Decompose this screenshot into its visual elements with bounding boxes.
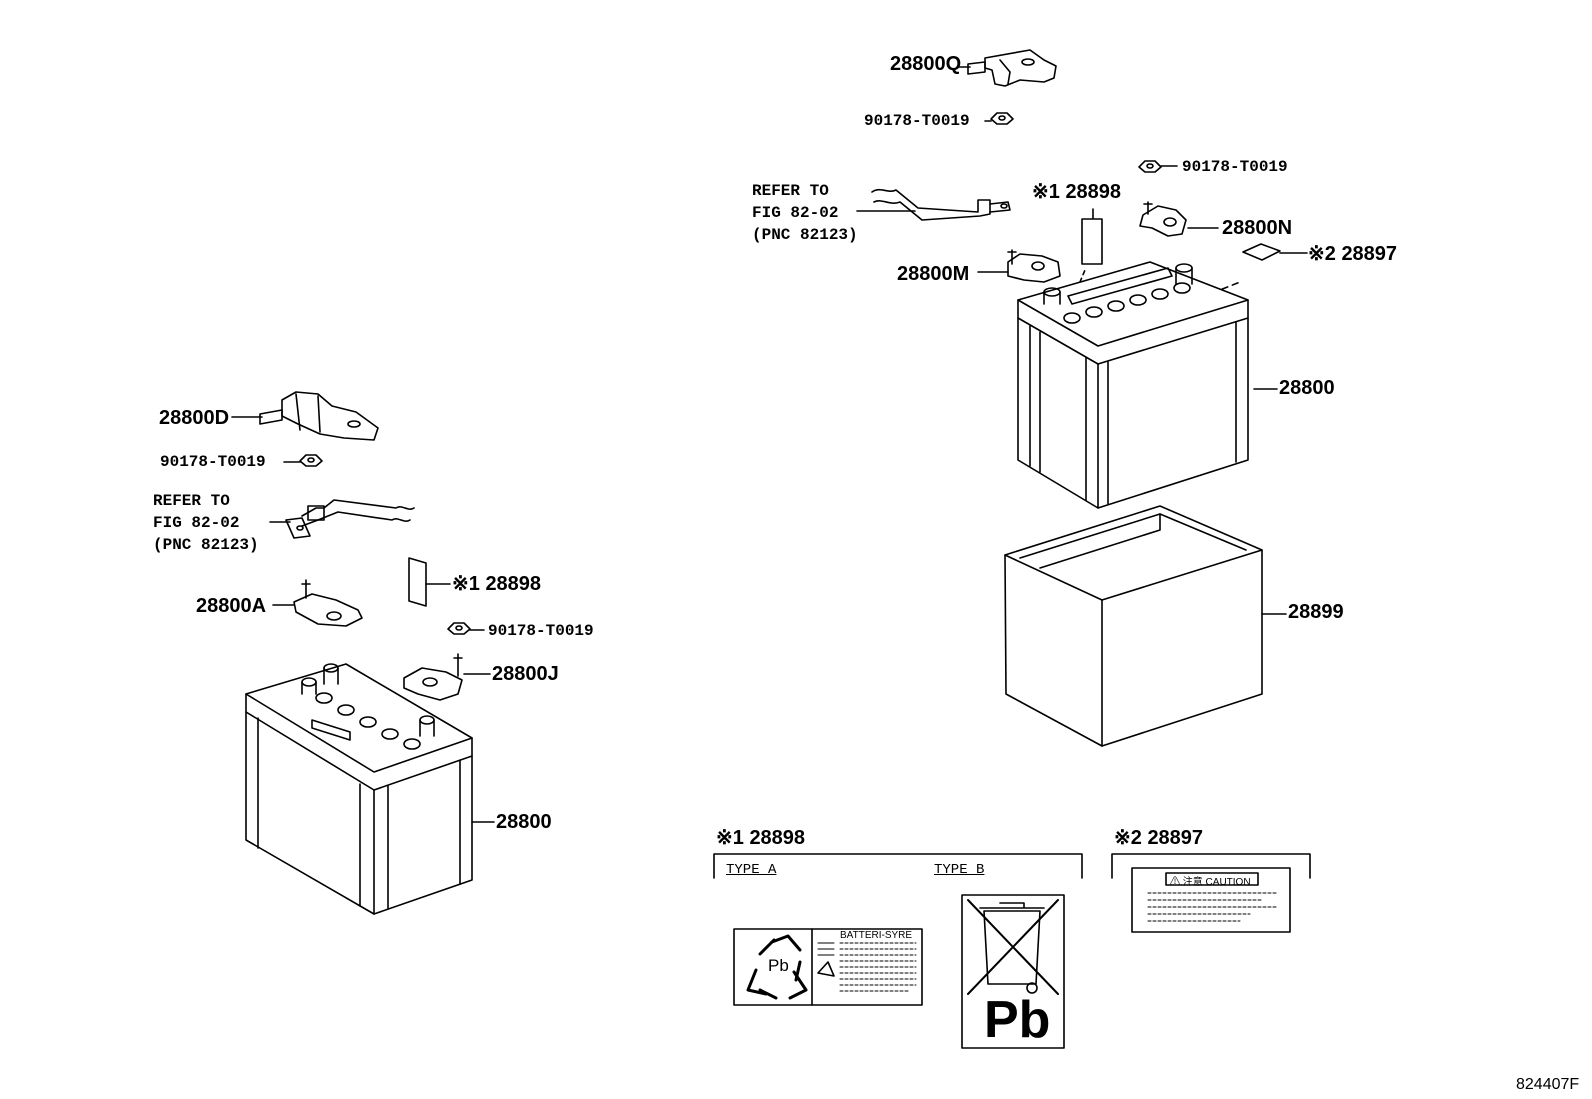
terminal-clamp-m — [977, 249, 1061, 283]
label-28800-right[interactable]: 28800 — [1279, 377, 1335, 399]
caution-label — [1131, 867, 1291, 933]
nut-left-mid — [447, 622, 485, 635]
terminal-clamp-j — [403, 653, 491, 701]
battery-right — [1017, 261, 1278, 509]
nut-right — [1138, 160, 1178, 173]
terminal-cover-q — [957, 49, 1057, 87]
label-28800-left[interactable]: 28800 — [496, 811, 552, 833]
caution-text: ⚠ 注意 CAUTION — [1170, 877, 1251, 888]
battery-label-header: BATTERI-SYRE — [840, 930, 913, 941]
label-28898-left[interactable]: ※1 28898 — [452, 573, 542, 595]
terminal-clamp-n — [1139, 201, 1219, 237]
type-a-caption: TYPE A — [726, 862, 777, 878]
label-28800j[interactable]: 28800J — [492, 663, 559, 685]
terminal-cover-d — [231, 391, 379, 441]
crossed-bin-label — [961, 894, 1065, 1049]
pb-big-text: Pb — [984, 991, 1051, 1049]
label-28897-right[interactable]: ※2 28897 — [1308, 243, 1398, 265]
battery-tray — [1004, 505, 1287, 747]
label-28800n[interactable]: 28800N — [1222, 217, 1293, 239]
figure-code: 824407F — [1516, 1076, 1580, 1093]
battery-left — [245, 663, 495, 915]
type-b-caption: TYPE B — [934, 862, 985, 878]
label-28899[interactable]: 28899 — [1288, 601, 1344, 623]
nut-left-top — [283, 454, 323, 467]
label-sticker-1-right — [1081, 218, 1103, 265]
detail-box-1-title[interactable]: ※1 28898 — [716, 827, 806, 849]
terminal-clamp-a — [272, 579, 363, 627]
recycle-label — [733, 928, 923, 1006]
label-28800a[interactable]: 28800A — [196, 595, 267, 617]
label-nut-right[interactable]: 90178-T0019 — [1182, 158, 1288, 176]
battery-cable-left — [269, 499, 415, 539]
label-28800m[interactable]: 28800M — [897, 263, 970, 285]
label-28800q[interactable]: 28800Q — [890, 53, 962, 75]
label-nut-left-top[interactable]: 90178-T0019 — [160, 453, 266, 471]
label-nut-top[interactable]: 90178-T0019 — [864, 112, 970, 130]
label-sticker-1-left — [408, 557, 427, 607]
label-sticker-2-right — [1242, 243, 1281, 261]
detail-box-2-title[interactable]: ※2 28897 — [1114, 827, 1204, 849]
label-28800d[interactable]: 28800D — [159, 407, 230, 429]
nut-top — [984, 112, 1014, 125]
detail-box-1-frame — [713, 853, 1083, 879]
refer-note-right[interactable]: REFER TO FIG 82-02 (PNC 82123) — [752, 182, 858, 244]
label-28898-right[interactable]: ※1 28898 — [1032, 181, 1122, 203]
recycle-pb-text: Pb — [768, 956, 789, 975]
label-nut-left-mid[interactable]: 90178-T0019 — [488, 622, 594, 640]
detail-box-2-frame — [1111, 853, 1311, 879]
refer-note-left[interactable]: REFER TO FIG 82-02 (PNC 82123) — [153, 492, 259, 554]
battery-cable-right — [856, 188, 1011, 221]
